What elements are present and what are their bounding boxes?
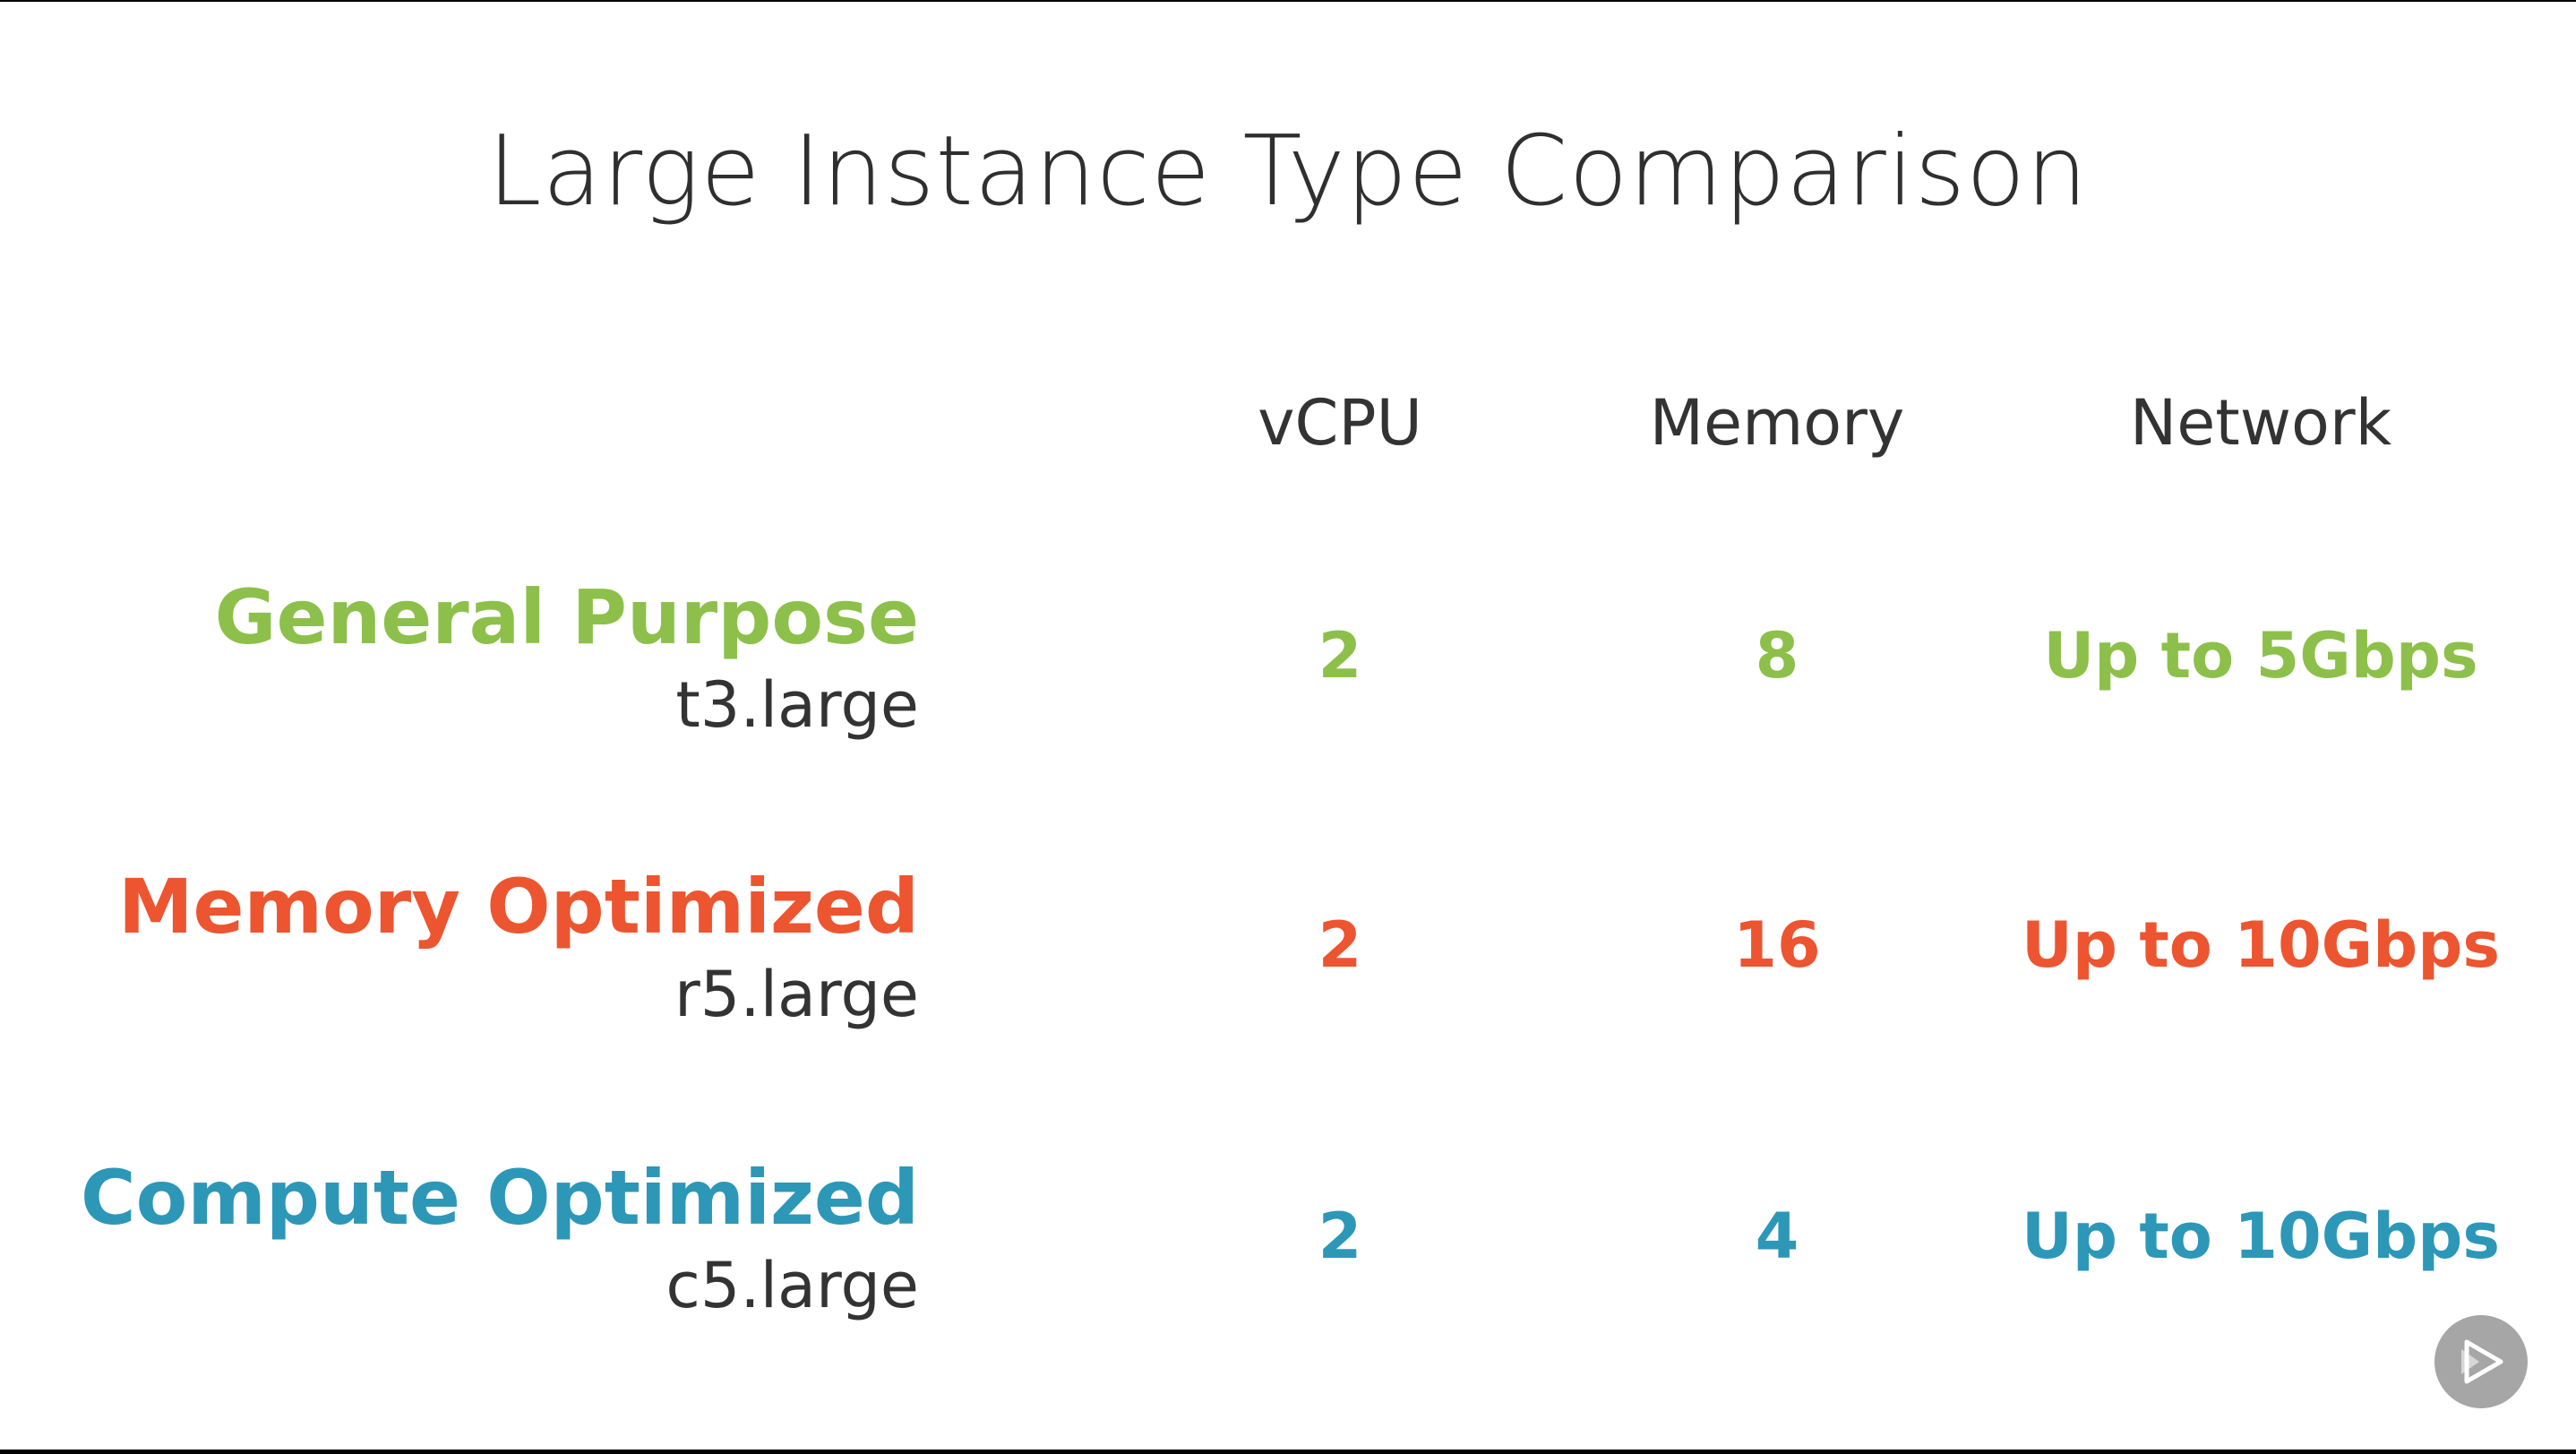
row-type-c5-large: c5.large [665, 1249, 919, 1322]
row-type-t3-large: t3.large [675, 668, 919, 742]
slide-title: Large Instance Type Comparison [487, 116, 2089, 228]
row-name-memory-optimized: Memory Optimized [117, 863, 919, 951]
column-header-network: Network [2129, 386, 2392, 460]
cell-compute-vcpu: 2 [1318, 1200, 1362, 1273]
cell-compute-memory: 4 [1755, 1200, 1799, 1273]
cell-memory-network: Up to 10Gbps [2022, 908, 2500, 982]
cell-general-vcpu: 2 [1318, 619, 1362, 693]
column-header-memory: Memory [1649, 386, 1905, 460]
row-type-r5-large: r5.large [674, 958, 919, 1031]
row-name-compute-optimized: Compute Optimized [81, 1154, 919, 1242]
column-header-vcpu: vCPU [1258, 386, 1422, 460]
row-name-general-purpose: General Purpose [214, 573, 919, 661]
play-triangle-icon [2461, 1339, 2503, 1384]
cell-memory-memory: 16 [1733, 908, 1821, 982]
play-logo-icon[interactable] [2434, 1315, 2528, 1408]
cell-general-memory: 8 [1755, 619, 1799, 693]
cell-compute-network: Up to 10Gbps [2022, 1200, 2500, 1273]
cell-general-network: Up to 5Gbps [2043, 619, 2478, 693]
cell-memory-vcpu: 2 [1318, 908, 1362, 982]
